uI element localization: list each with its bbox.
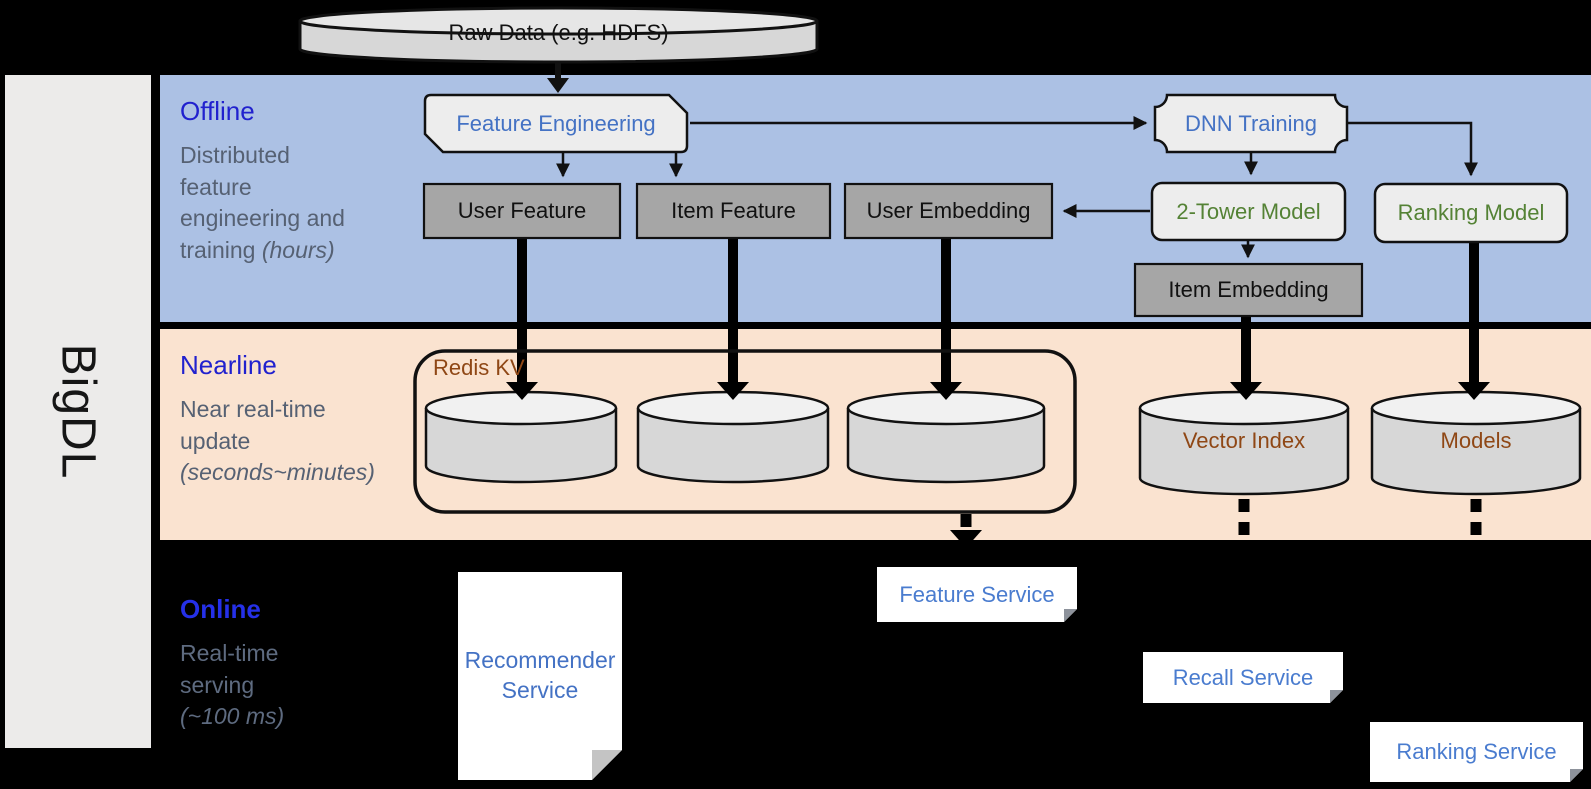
recall-service-box: Recall Service [1143,652,1343,703]
node-item-feature: Item Feature [671,198,796,224]
offline-title: Offline [180,96,255,126]
ranking-service-box: Ranking Service [1370,722,1583,782]
user-embedding-shape [843,182,1054,240]
node-user-feature: User Feature [457,198,587,224]
recall-service-label: Recall Service [1172,664,1314,690]
raw-data-cylinder [298,6,819,64]
raw-to-fe-arrowhead [547,78,569,93]
node-dnn-training: DNN Training [1184,110,1318,136]
redis-cylinder-2 [636,390,830,484]
recommender-service-label: Recommender Service [464,647,616,703]
thick-arrowheads [506,382,1490,400]
store-models-label: Models [1440,428,1512,454]
store-vector-index-label: Vector Index [1182,428,1306,454]
raw-data-label: Raw Data (e.g. HDFS) [448,20,669,46]
node-user-embedding: User Embedding [866,198,1031,224]
feature-service-label: Feature Service [899,581,1055,607]
nearline-description: Near real-time update (seconds~minutes) [180,396,375,486]
redis-cylinder-3 [846,390,1046,484]
user-feature-shape [422,182,622,240]
store-redis-kv-label: Redis KV [433,355,525,380]
bigdl-sidebar: BigDL [5,75,151,748]
item-embedding-shape [1133,262,1364,318]
recommender-service-document: Recommender Service [458,572,622,780]
node-two-tower-model: 2-Tower Model [1176,198,1321,224]
node-feature-engineering: Feature Engineering [456,110,656,136]
feature-service-box: Feature Service [877,567,1077,622]
item-feature-shape [635,182,832,240]
dnn-training-shape [1153,93,1349,154]
online-title: Online [180,594,261,624]
node-item-embedding: Item Embedding [1168,277,1329,303]
thin-arrows [555,63,1478,259]
dotted-pipes [960,499,1482,541]
vector-index-cylinder [1138,390,1350,496]
thick-pipes [517,236,1479,384]
redis-kv-container [413,349,1077,514]
models-cylinder [1370,390,1582,496]
feature-engineering-shape [423,93,689,154]
node-ranking-model: Ranking Model [1397,200,1545,226]
redis-cylinder-1 [424,390,618,484]
online-description: Real-time serving (~100 ms) [180,640,285,730]
redis-to-feature-arrowhead [950,530,982,548]
ranking-model-shape [1373,182,1569,244]
ranking-service-label: Ranking Service [1396,739,1557,764]
two-tower-model-shape [1150,181,1347,242]
nearline-title: Nearline [180,350,277,380]
offline-description: Distributed feature engineering and trai… [180,142,345,264]
